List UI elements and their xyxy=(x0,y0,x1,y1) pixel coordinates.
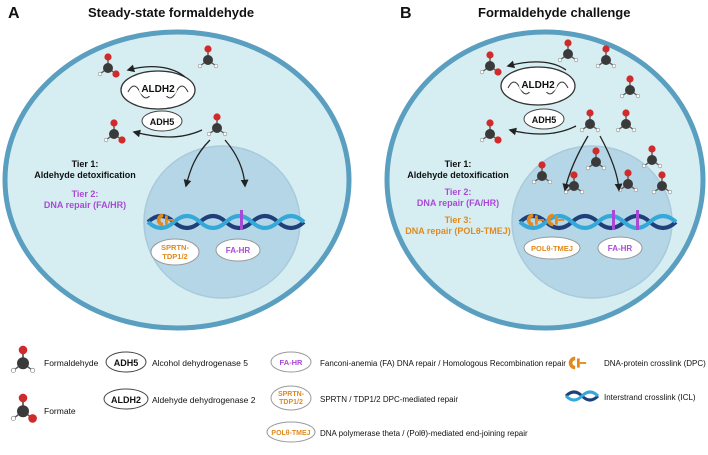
legend-sprtn-desc: SPRTN / TDP1/2 DPC-mediated repair xyxy=(320,395,458,404)
sprtn-badge xyxy=(270,385,312,411)
tier1-heading-b: Tier 1: xyxy=(445,159,472,169)
legend: Formaldehyde Formate ADH5 Alcohol dehydr… xyxy=(10,344,706,443)
adh5-label-a: ADH5 xyxy=(150,117,175,127)
aldh2-label-b: ALDH2 xyxy=(521,80,555,91)
dpc-icon xyxy=(568,356,587,370)
tier2-text-a: DNA repair (FA/HR) xyxy=(44,200,126,210)
fahr-label-a: FA-HR xyxy=(226,246,251,255)
fahr-badge xyxy=(270,351,312,373)
panel-b-title: Formaldehyde challenge xyxy=(478,5,630,20)
arrow xyxy=(562,135,589,192)
legend-formate-label: Formate xyxy=(44,406,76,416)
mitochondrion-a: ALDH2 xyxy=(120,70,196,110)
arrow xyxy=(183,139,211,188)
legend-adh5-desc: Alcohol dehydrogenase 5 xyxy=(152,358,248,368)
dna-helix-a xyxy=(146,210,306,230)
polq-label-b: POLθ-TMEJ xyxy=(531,244,573,253)
formaldehyde-icon xyxy=(10,344,36,374)
formate-icon xyxy=(10,392,38,424)
legend-polq-badge: POLθ-TMEJ xyxy=(271,430,310,437)
polq-badge xyxy=(266,421,316,443)
legend-icl-desc: Interstrand crosslink (ICL) xyxy=(604,393,696,402)
legend-dpc: DNA-protein crosslink (DPC) xyxy=(568,356,706,370)
sprtn-label-a-2: TDP1/2 xyxy=(162,252,187,261)
tier1-text-b: Aldehyde detoxification xyxy=(407,170,509,180)
legend-formaldehyde: Formaldehyde xyxy=(10,344,99,374)
legend-fahr: FA-HR Fanconi-anemia (FA) DNA repair / H… xyxy=(270,351,566,373)
polq-badge-b xyxy=(523,236,581,260)
adh5-badge-a xyxy=(141,110,183,132)
tier2-text-b: DNA repair (FA/HR) xyxy=(417,198,499,208)
legend-aldh2-badge: ALDH2 xyxy=(111,395,141,405)
fahr-badge-b xyxy=(597,236,643,260)
legend-sprtn-badge-1: SPRTN- xyxy=(278,391,305,398)
tier2-heading-a: Tier 2: xyxy=(72,189,99,199)
legend-dpc-desc: DNA-protein crosslink (DPC) xyxy=(604,359,706,368)
dna-helix-b xyxy=(518,210,678,230)
icl-crosslink xyxy=(240,210,243,230)
legend-polq: POLθ-TMEJ DNA polymerase theta / (Polθ)-… xyxy=(266,421,528,443)
tier1-text-a: Aldehyde detoxification xyxy=(34,170,136,180)
arrow xyxy=(224,139,249,188)
arrow xyxy=(506,60,567,71)
legend-formate: Formate xyxy=(10,392,76,424)
legend-aldh2-desc: Aldehyde dehydrogenase 2 xyxy=(152,395,256,405)
panel-b-letter: B xyxy=(400,5,412,22)
fahr-badge-a xyxy=(215,238,261,262)
arrow xyxy=(508,125,577,136)
panel-a-letter: A xyxy=(8,5,20,22)
panel-b: B Formaldehyde challenge ALDH2 ADH5 xyxy=(384,5,706,331)
icl-icon-strand xyxy=(564,390,600,402)
legend-adh5-badge: ADH5 xyxy=(114,358,139,368)
legend-sprtn: SPRTN- TDP1/2 SPRTN / TDP1/2 DPC-mediate… xyxy=(270,385,458,411)
panel-a: A Steady-state formaldehyde ALDH2 ADH5 T… xyxy=(2,5,352,331)
mitochondrion-b: ALDH2 xyxy=(500,66,576,106)
panel-a-title: Steady-state formaldehyde xyxy=(88,5,254,20)
icl-crosslink xyxy=(636,210,639,230)
tier1-heading-a: Tier 1: xyxy=(72,159,99,169)
legend-aldh2: ALDH2 Aldehyde dehydrogenase 2 xyxy=(103,388,256,410)
sprtn-badge-a xyxy=(150,238,200,266)
tier3-text-b: DNA repair (POLθ-TMEJ) xyxy=(405,226,511,236)
fahr-label-b: FA-HR xyxy=(608,244,633,253)
aldh2-badge xyxy=(103,388,149,410)
adh5-label-b: ADH5 xyxy=(532,115,557,125)
legend-adh5: ADH5 Alcohol dehydrogenase 5 xyxy=(105,351,248,373)
aldh2-label-a: ALDH2 xyxy=(141,84,175,95)
legend-sprtn-badge-2: TDP1/2 xyxy=(279,399,303,406)
adh5-badge-b xyxy=(523,108,565,130)
legend-fahr-badge: FA-HR xyxy=(280,358,303,367)
tier2-heading-b: Tier 2: xyxy=(445,187,472,197)
legend-formaldehyde-label: Formaldehyde xyxy=(44,358,99,368)
sprtn-label-a-1: SPRTN- xyxy=(161,243,189,252)
adh5-badge xyxy=(105,351,147,373)
arrow xyxy=(599,135,623,192)
tier3-heading-b: Tier 3: xyxy=(445,215,472,225)
arrow xyxy=(126,64,186,78)
arrow xyxy=(132,129,203,138)
legend-fahr-desc: Fanconi-anemia (FA) DNA repair / Homolog… xyxy=(320,359,566,368)
legend-polq-desc: DNA polymerase theta / (Polθ)-mediated e… xyxy=(320,429,528,438)
icl-crosslink xyxy=(612,210,615,230)
legend-icl: Interstrand crosslink (ICL) xyxy=(564,390,696,402)
